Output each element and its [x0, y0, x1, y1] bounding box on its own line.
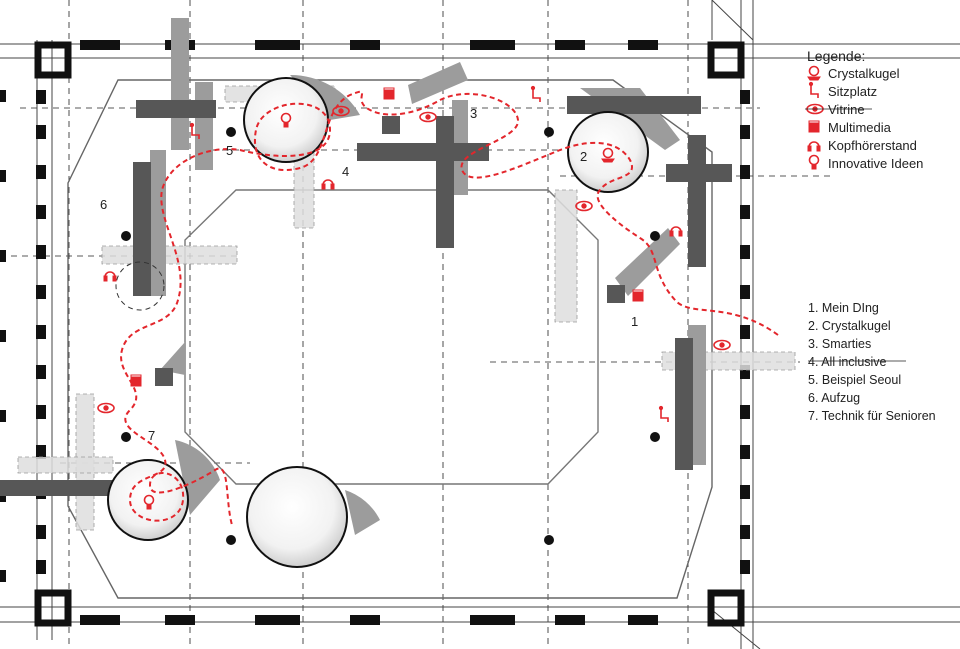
legend-title: Legende:	[807, 48, 865, 64]
lightbulb-icon	[808, 154, 820, 170]
plan-label-3: 3	[470, 106, 477, 121]
eye-icon	[332, 105, 350, 117]
headphones-icon	[103, 271, 117, 282]
plan-label-7: 7	[148, 428, 155, 443]
legend-item-label: Innovative Ideen	[828, 156, 923, 171]
wall-piers	[0, 40, 750, 625]
station-list-item: 1. Mein DIng	[808, 301, 879, 315]
headphones-icon	[321, 179, 335, 190]
station-list-item: 2. Crystalkugel	[808, 319, 891, 333]
legend-item-label: Kopfhörerstand	[828, 138, 917, 153]
elevator-outline	[115, 261, 165, 311]
headphones-icon	[807, 141, 821, 152]
station-list-item: 5. Beispiel Seoul	[808, 373, 901, 387]
headphones-icon	[669, 226, 683, 237]
clapperboard-icon	[130, 374, 142, 387]
atrium-outline	[184, 189, 599, 485]
plan-label-2: 2	[580, 149, 587, 164]
legend-item-label: Vitrine	[828, 102, 865, 117]
seat-icon	[808, 81, 819, 98]
seat-icon	[530, 85, 541, 102]
eye-icon	[575, 200, 593, 212]
seat-icon	[658, 405, 669, 422]
lightbulb-icon	[143, 494, 155, 510]
plan-label-6: 6	[100, 197, 107, 212]
eye-icon	[713, 339, 731, 351]
station-list-item: 7. Technik für Senioren	[808, 409, 936, 423]
clapperboard-icon	[383, 87, 395, 100]
station-list-item: 4. All inclusive	[808, 355, 887, 369]
plan-label-1: 1	[631, 314, 638, 329]
corner-towers	[34, 41, 745, 627]
plan-label-5: 5	[226, 143, 233, 158]
spheres	[107, 77, 649, 568]
eye-icon	[419, 111, 437, 123]
crystal-ball-icon	[601, 147, 615, 163]
plan-icons	[97, 85, 731, 510]
clapperboard-icon	[808, 120, 820, 133]
seat-icon	[189, 122, 200, 139]
clapperboard-icon	[632, 289, 644, 302]
legend-item-label: Crystalkugel	[828, 66, 900, 81]
dark-blocks	[0, 96, 732, 496]
legend: Legende: Crystalkugel Sitzplatz Vitrine …	[805, 48, 923, 171]
station-list-item: 6. Aufzug	[808, 391, 860, 405]
columns	[121, 127, 660, 545]
station-list-item: 3. Smarties	[808, 337, 871, 351]
crystal-ball-icon	[807, 65, 821, 81]
plan-label-4: 4	[342, 164, 349, 179]
lightbulb-icon	[280, 112, 292, 128]
eye-icon	[97, 402, 115, 414]
legend-item-label: Sitzplatz	[828, 84, 877, 99]
station-list: 1. Mein DIng 2. Crystalkugel 3. Smarties…	[808, 301, 936, 423]
legend-item-label: Multimedia	[828, 120, 892, 135]
